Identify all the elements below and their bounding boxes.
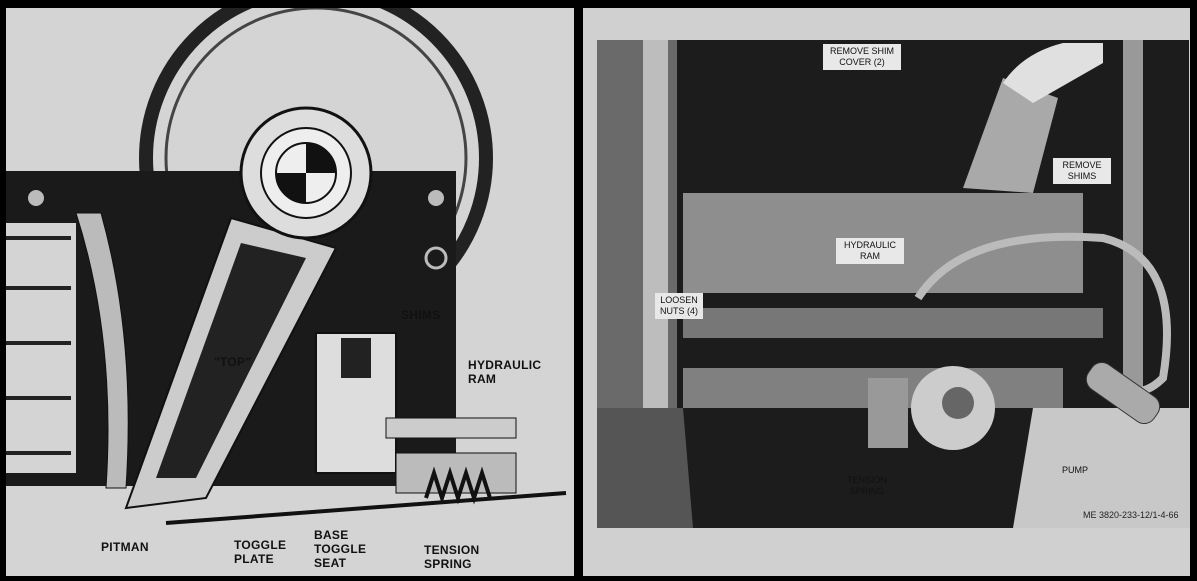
label-tension-spring: TENSION SPRING (424, 543, 480, 571)
label-shims: SHIMS (401, 308, 441, 322)
label-hydraulic-ram: HYDRAULIC RAM (468, 358, 542, 386)
crusher-diagram: SHIMS HYDRAULIC RAM "TOP" PITMAN TOGGLE … (6, 8, 574, 576)
label-toggle-plate: TOGGLE PLATE (234, 538, 287, 566)
label-loosen-nuts: LOOSEN NUTS (4) (655, 293, 703, 319)
label-remove-shim-cover: REMOVE SHIM COVER (2) (823, 44, 901, 70)
label-pump: PUMP (1062, 465, 1089, 475)
crusher-drawing (6, 8, 567, 525)
label-hydraulic-ram: HYDRAULIC RAM (836, 238, 904, 264)
figure-caption: ME 3820-233-12/1-4-66 (1083, 510, 1179, 520)
label-top: "TOP" (214, 355, 252, 369)
label-remove-shims: REMOVE SHIMS (1053, 158, 1111, 184)
label-base-toggle-seat: BASE TOGGLE SEAT (314, 528, 367, 570)
label-pitman: PITMAN (101, 540, 149, 554)
label-tension-spring: TENSION SPRING (846, 475, 887, 496)
crusher-photo: REMOVE SHIM COVER (2) REMOVE SHIMS HYDRA… (583, 8, 1190, 576)
